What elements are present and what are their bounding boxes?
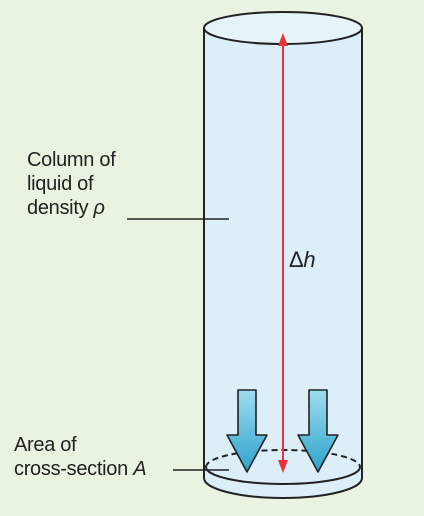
area-label-line1: Area of <box>14 434 77 456</box>
cross-section-label: cross-section <box>14 458 128 480</box>
delta-symbol: Δ <box>289 247 304 272</box>
area-symbol: A <box>133 458 147 480</box>
density-symbol: ρ <box>93 197 105 219</box>
column-label-line2: liquid of <box>27 173 94 195</box>
density-label: density <box>27 197 89 219</box>
force-arrow-icon <box>226 389 268 473</box>
column-label: Column of liquid of density ρ <box>27 148 116 220</box>
area-label: Area of cross-section A <box>14 433 147 481</box>
height-label: Δh <box>289 247 316 272</box>
column-label-line1: Column of <box>27 149 116 171</box>
height-symbol: h <box>303 247 316 272</box>
cross-section-front <box>205 466 361 485</box>
force-arrow-icon <box>297 389 339 473</box>
area-label-line2: cross-section A <box>14 457 147 481</box>
column-label-line3: density ρ <box>27 196 115 220</box>
height-arrow-icon <box>278 33 288 473</box>
